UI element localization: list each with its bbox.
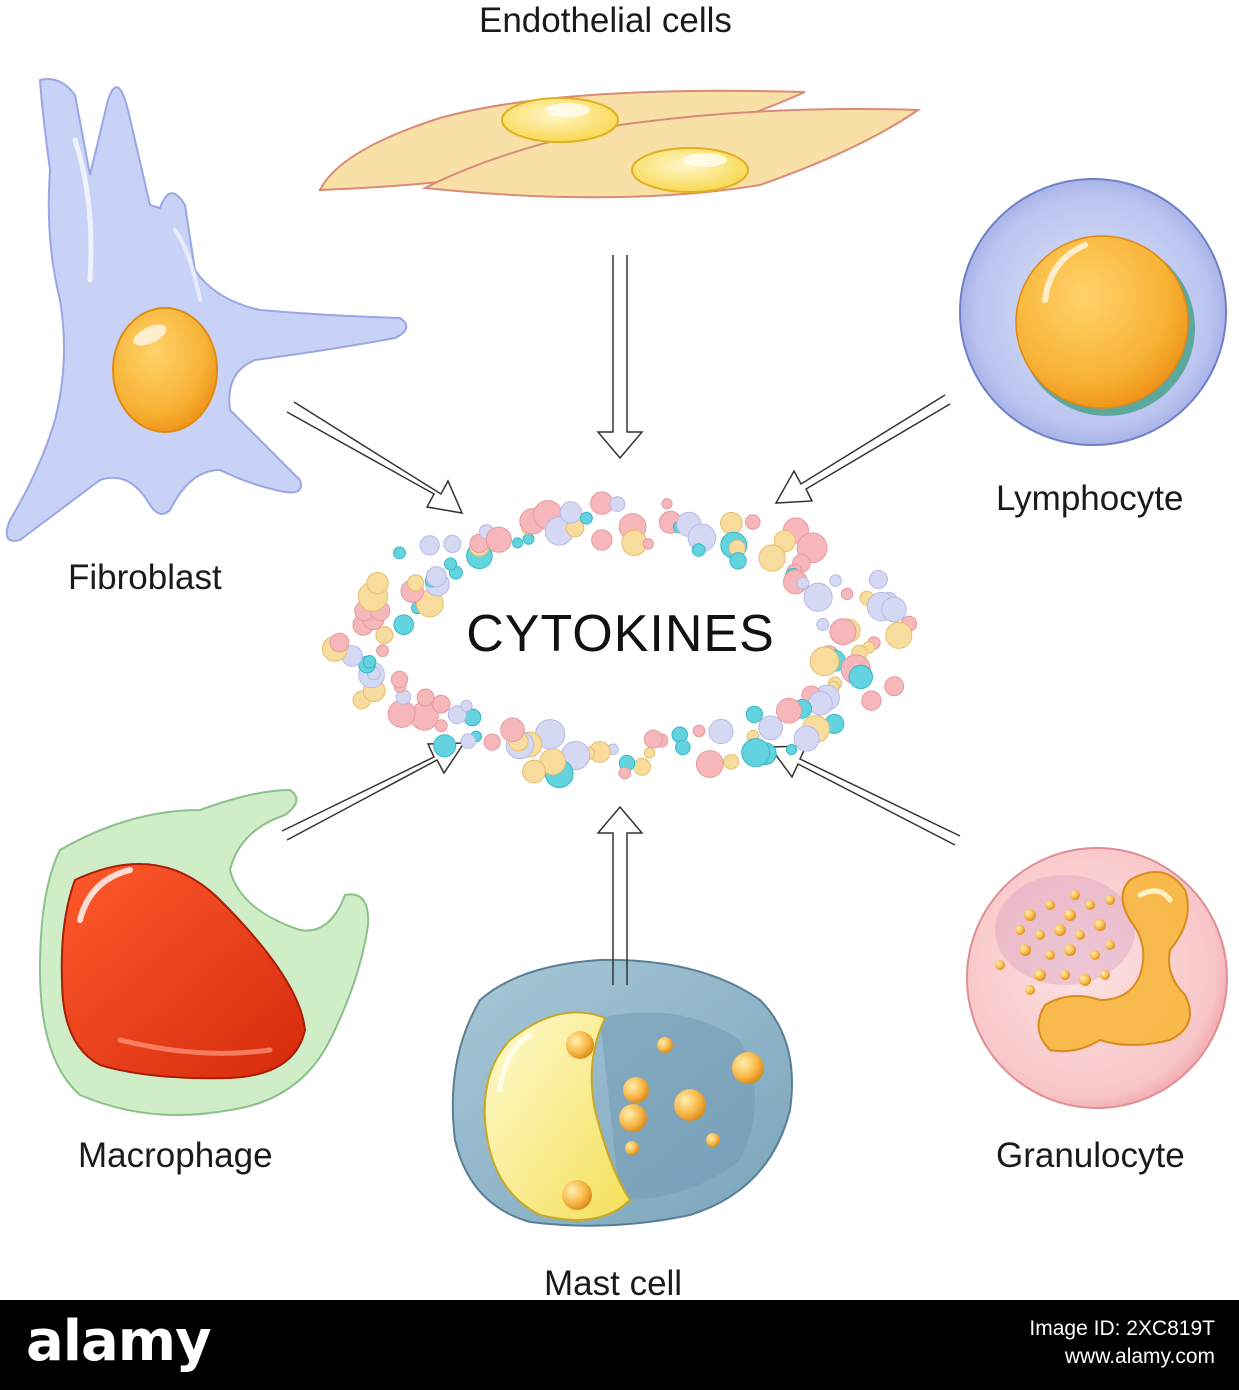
cytokine-particle <box>444 557 457 571</box>
cytokine-particle <box>758 715 783 741</box>
cytokine-particle <box>808 690 833 716</box>
cytokine-particle <box>708 718 734 745</box>
arrow-from-endothelial <box>596 255 644 460</box>
cytokine-particle <box>643 729 663 749</box>
cytokine-particle <box>745 705 763 724</box>
cytokine-particle <box>485 526 512 553</box>
watermark-footer: alamy Image ID: 2XC819T www.alamy.com <box>0 1300 1239 1390</box>
arrow-from-macrophage <box>281 742 466 841</box>
cytokine-particle <box>773 530 796 553</box>
cytokine-particle <box>419 535 440 556</box>
cytokine-particle <box>434 719 448 733</box>
cytokine-particle <box>692 724 706 738</box>
cytokine-particle <box>695 750 724 778</box>
diagram-canvas: Endothelial cells Fibroblast Lymphocyte … <box>5 1 1228 1303</box>
cytokine-particle <box>758 544 786 572</box>
cytokine-particle <box>483 733 501 751</box>
cytokine-particle <box>425 566 447 588</box>
arrow-from-mast-cell <box>596 805 644 985</box>
cytokine-particle <box>393 614 415 636</box>
cytokine-particle <box>433 734 457 758</box>
cytokine-particles <box>321 491 918 789</box>
cytokine-particle <box>376 644 389 658</box>
cytokine-particle <box>816 618 830 631</box>
cytokine-particle <box>443 534 462 554</box>
cytokine-particle <box>393 546 406 560</box>
lymphocyte-cell <box>959 178 1227 446</box>
cytokine-particle <box>591 529 613 551</box>
cytokine-particle <box>829 574 842 587</box>
macrophage-cell <box>38 788 370 1116</box>
cytokine-particle <box>675 739 691 756</box>
image-id-block: Image ID: 2XC819T www.alamy.com <box>1029 1315 1215 1372</box>
label-fibroblast: Fibroblast <box>68 558 222 597</box>
cytokine-particle <box>618 766 632 780</box>
label-endothelial-cells: Endothelial cells <box>479 1 732 40</box>
cytokine-particle <box>745 514 761 530</box>
granulocyte-cell <box>966 847 1228 1109</box>
cytokine-particle <box>885 621 913 649</box>
cytokine-particle <box>500 717 525 743</box>
arrow-from-fibroblast <box>286 401 464 514</box>
cytokines-title: CYTOKINES <box>466 605 775 663</box>
cytokine-particle <box>460 733 477 749</box>
cytokine-particle <box>512 537 524 549</box>
cytokine-particle <box>407 574 425 592</box>
alamy-logo: alamy <box>26 1309 212 1374</box>
mast-cell <box>451 958 793 1227</box>
cytokine-particle <box>390 670 409 689</box>
cytokine-particle <box>723 754 740 770</box>
fibroblast-cell <box>5 78 408 542</box>
label-macrophage: Macrophage <box>78 1136 273 1175</box>
cytokine-particle <box>375 626 394 645</box>
cytokine-particle <box>661 498 673 510</box>
cytokine-particle <box>809 646 840 677</box>
label-lymphocyte: Lymphocyte <box>996 479 1184 518</box>
cytokine-particle <box>609 496 626 513</box>
label-mast-cell: Mast cell <box>544 1264 683 1303</box>
image-id-text: Image ID: 2XC819T <box>1029 1317 1215 1340</box>
site-url-text: www.alamy.com <box>1064 1345 1215 1369</box>
cytokine-particle <box>729 552 747 570</box>
cytokine-particle <box>785 744 798 756</box>
cytokine-particle <box>329 632 350 653</box>
cytokine-particle <box>803 582 833 612</box>
cytokine-particle <box>522 533 535 545</box>
cytokine-particle <box>362 655 377 669</box>
cytokine-particle <box>447 705 467 725</box>
endothelial-cells <box>318 89 922 199</box>
cytokine-particle <box>840 587 854 601</box>
cytokine-particle <box>460 699 473 712</box>
cytokine-particle <box>431 694 451 714</box>
cytokine-particle <box>416 688 435 707</box>
arrow-from-lymphocyte <box>774 394 951 504</box>
cytokine-particle <box>868 570 888 589</box>
cytokine-particle <box>522 759 546 784</box>
cytokine-particle <box>642 538 654 550</box>
cytokine-particle <box>776 697 802 724</box>
cytokine-particle <box>881 596 907 623</box>
cytokine-particle <box>580 511 593 525</box>
cytokine-particle <box>643 747 656 759</box>
cytokine-particle <box>829 618 857 646</box>
label-granulocyte: Granulocyte <box>996 1136 1185 1175</box>
cytokine-particle <box>691 543 706 557</box>
cytokine-particle <box>861 690 882 711</box>
cytokine-particle <box>741 738 771 768</box>
cytokine-particle <box>633 757 651 776</box>
cytokine-particle <box>796 576 810 590</box>
cytokine-particle <box>793 725 820 752</box>
cytokine-particle <box>720 511 743 535</box>
cytokine-particle <box>559 501 582 524</box>
arrow-from-granulocyte <box>768 745 961 846</box>
cytokine-particle <box>884 676 905 697</box>
cytokine-particle <box>366 571 389 595</box>
cytokine-particle <box>848 664 873 690</box>
